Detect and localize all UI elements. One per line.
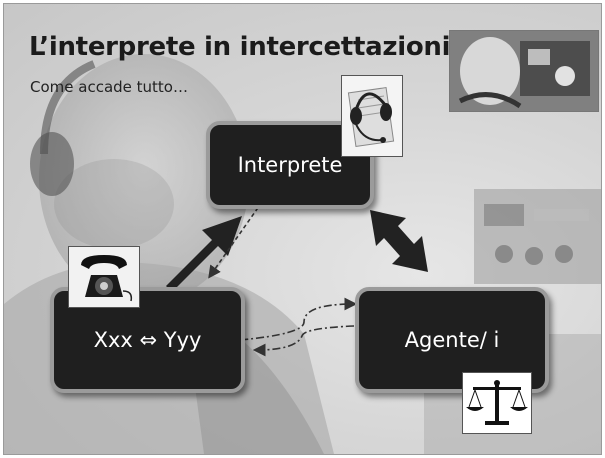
photo-thumbnail	[449, 30, 599, 112]
slide: L’interprete in intercettazioni Come acc…	[3, 3, 602, 455]
telephone-thumbnail	[68, 246, 140, 308]
scales-thumbnail	[462, 372, 532, 434]
node-interprete-label: Interprete	[237, 153, 343, 177]
scales-of-justice-icon	[463, 373, 531, 433]
photo-icon	[450, 31, 598, 111]
headset-icon	[342, 76, 402, 156]
headset-thumbnail	[341, 75, 403, 157]
telephone-icon	[69, 247, 139, 307]
slide-subtitle: Come accade tutto…	[30, 78, 188, 96]
node-agente-label: Agente/ i	[404, 328, 500, 352]
node-xxx-yyy-label: Xxx ⇔ Yyy	[93, 328, 202, 352]
slide-title: L’interprete in intercettazioni	[29, 32, 451, 62]
